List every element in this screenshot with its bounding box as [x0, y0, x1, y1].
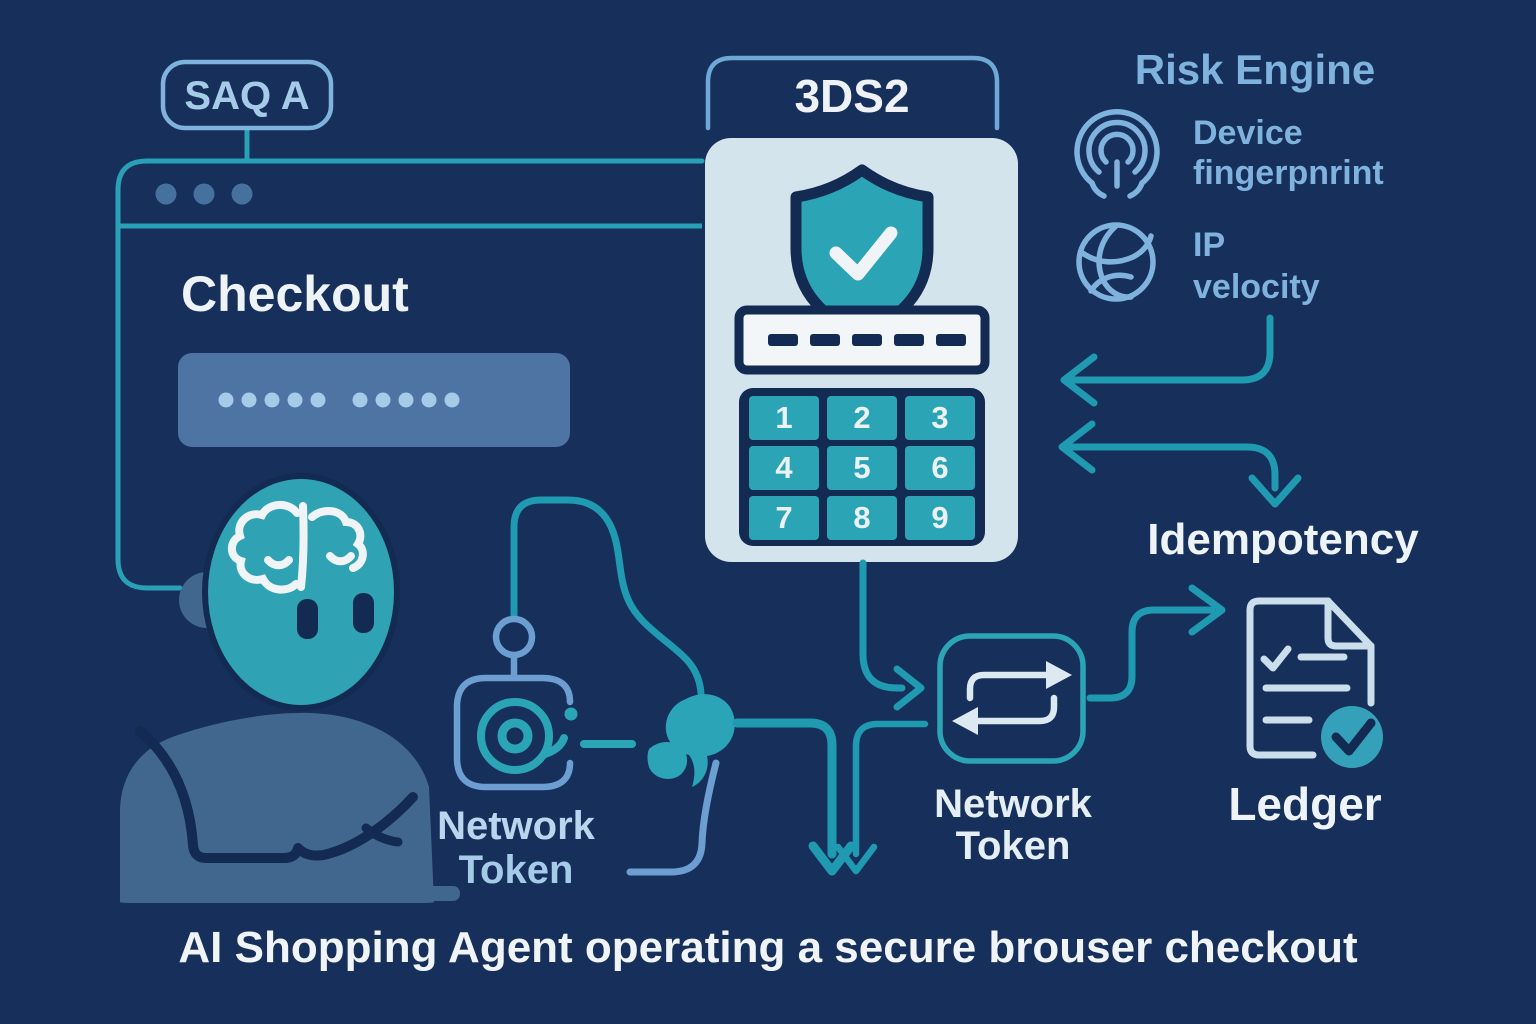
keypad-key-3 [905, 396, 975, 440]
network-token-right-label: Network Token [934, 782, 1093, 868]
ip-velocity-line1: IP [1193, 226, 1225, 264]
robot-eyes [297, 593, 374, 639]
device-fingerprint-line1: Device [1193, 114, 1303, 152]
saq-a-badge: SAQ A [160, 59, 334, 159]
hand-grip-icon [647, 694, 735, 787]
ledger-check-badge [1321, 706, 1383, 768]
keypad-digit: 9 [931, 500, 948, 535]
robot-hand-notch [361, 823, 403, 847]
keypad-digit: 7 [775, 500, 792, 535]
key-dot [564, 707, 578, 721]
keypad-key-4 [749, 446, 819, 490]
ledger-icon [1246, 597, 1375, 759]
device-fingerprint-line2: fingerpnrint [1193, 154, 1384, 192]
network-token-left-label: Network Token [437, 804, 596, 892]
ledger-label: Ledger [1228, 778, 1381, 830]
keypad-key-8 [827, 496, 897, 540]
browser-frame [115, 158, 705, 591]
flow-arrow-token-to-ledger [1086, 584, 1226, 702]
keypad-key-6 [905, 446, 975, 490]
auth-card: 1 2 3 4 5 6 7 8 9 [705, 138, 1018, 562]
robot-torso [120, 712, 434, 903]
svg-text:Network: Network [437, 804, 596, 848]
brain-icon [227, 501, 367, 594]
robot-desk-bar [355, 886, 460, 901]
agent-robot [120, 473, 460, 903]
browser-traffic-dots-icon [155, 183, 253, 205]
keypad-digit: 3 [931, 400, 948, 435]
robot-right-arm-seam [294, 792, 418, 861]
keypad-key-7 [749, 496, 819, 540]
threeds2-label: 3DS2 [794, 70, 909, 122]
token-exchange-box [937, 633, 1086, 764]
masked-input-dots [218, 392, 460, 408]
fingerprint-icon [1074, 109, 1160, 199]
keypad-digit: 6 [931, 450, 948, 485]
threeds2-tab: 3DS2 [705, 55, 1000, 131]
svg-text:Network: Network [934, 782, 1093, 826]
pin-display [734, 305, 990, 375]
risk-engine-panel: Risk Engine Device fingerpnrint IP veloc… [1074, 46, 1384, 306]
saq-a-label: SAQ A [184, 74, 309, 118]
keypad-digit: 5 [853, 450, 870, 485]
globe-icon [1076, 222, 1156, 302]
svg-text:Token: Token [956, 824, 1071, 868]
arrow-risk-to-card [1060, 314, 1274, 407]
svg-text:Token: Token [459, 848, 574, 892]
keypad-digit: 8 [853, 500, 870, 535]
idempotency-label: Idempotency [1147, 515, 1419, 564]
pin-dashes [768, 334, 966, 346]
key-cable [626, 759, 720, 876]
keypad-key-1 [749, 396, 819, 440]
swap-arrows-icon [952, 661, 1072, 735]
browser-window: Checkout [115, 158, 705, 591]
network-token-key-icon [453, 496, 735, 876]
robot-left-arm-seam [135, 726, 303, 863]
keypad-key-5 [827, 446, 897, 490]
arrow-risk-to-idempotency [1058, 420, 1302, 508]
key-flow-curve [510, 496, 705, 697]
flow-arrow-down-right [834, 720, 929, 875]
ip-velocity-line2: velocity [1193, 268, 1320, 306]
keypad-key-2 [827, 396, 897, 440]
keypad: 1 2 3 4 5 6 7 8 9 [739, 388, 985, 546]
keypad-digit: 1 [775, 400, 792, 435]
caption: AI Shopping Agent operating a secure bro… [178, 923, 1358, 972]
browser-title: Checkout [181, 266, 409, 322]
risk-engine-title: Risk Engine [1135, 46, 1375, 93]
masked-card-input [178, 353, 570, 447]
robot-head [202, 473, 400, 711]
keypad-digit: 2 [853, 400, 870, 435]
flow-arrow-card-to-token [859, 559, 925, 711]
keypad-digit: 4 [775, 450, 793, 485]
keypad-key-9 [905, 496, 975, 540]
